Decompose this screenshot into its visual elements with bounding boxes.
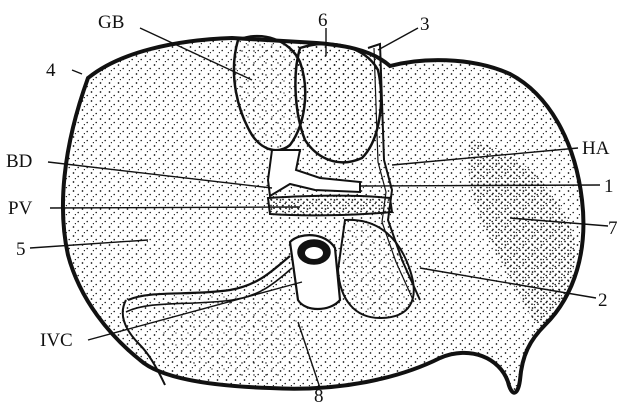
label-4: 4 xyxy=(46,60,56,81)
label-3: 3 xyxy=(420,14,430,35)
leader-pv xyxy=(50,207,300,208)
label-1: 1 xyxy=(604,176,614,197)
label-gb: GB xyxy=(98,12,124,33)
label-7: 7 xyxy=(608,218,618,239)
label-6: 6 xyxy=(318,10,328,31)
label-ha: HA xyxy=(582,138,610,159)
label-pv: PV xyxy=(8,198,33,219)
leader-1 xyxy=(360,185,600,186)
label-5: 5 xyxy=(16,239,26,260)
leader-4 xyxy=(72,70,82,74)
portal-vein xyxy=(268,196,392,216)
label-8: 8 xyxy=(314,386,324,406)
ivc-lumen-highlight xyxy=(305,247,323,259)
label-2: 2 xyxy=(598,290,608,311)
leader-3 xyxy=(378,28,418,50)
quadrate-lobe xyxy=(295,44,381,163)
label-ivc: IVC xyxy=(40,330,73,351)
label-bd: BD xyxy=(6,151,32,172)
